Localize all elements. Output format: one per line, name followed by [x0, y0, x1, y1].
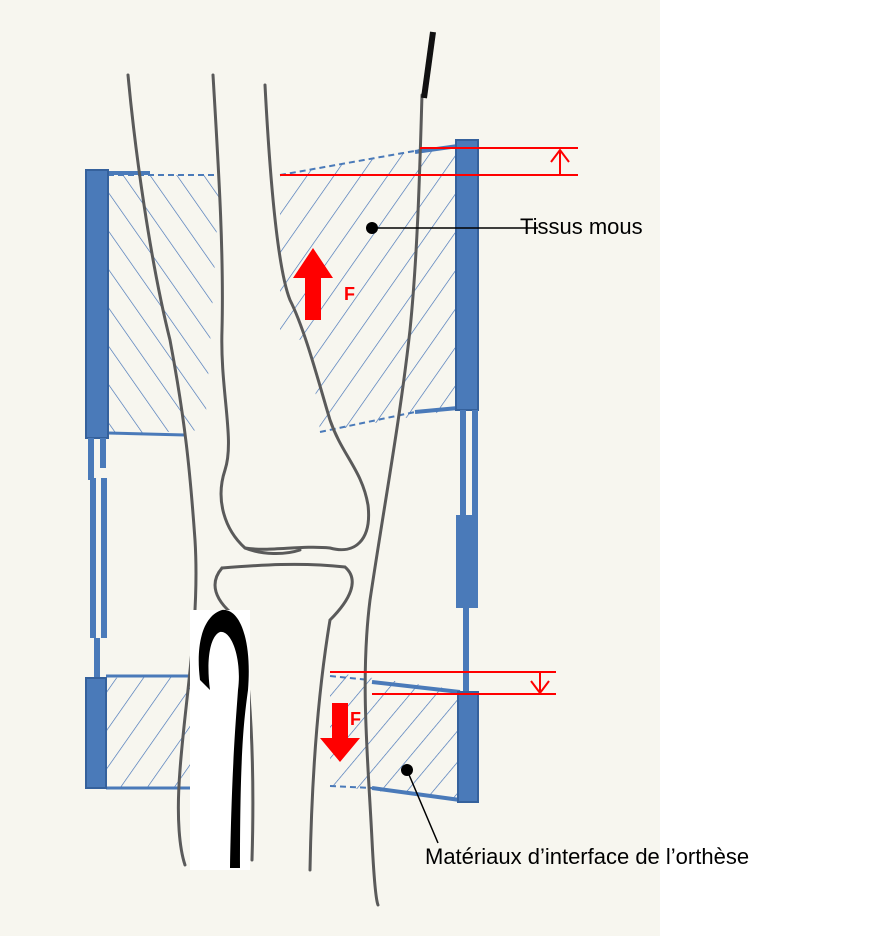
force-label-lower: F: [350, 709, 361, 729]
force-label-upper: F: [344, 284, 355, 304]
soft-tissue-label: Tissus mous: [520, 214, 643, 239]
interface-material-label: Matériaux d’interface de l’orthèse: [425, 844, 749, 869]
fibula: [190, 610, 250, 870]
lower-right-shell: [458, 692, 478, 802]
upper-left-shell: [86, 170, 108, 438]
upper-right-shell: [456, 140, 478, 410]
lower-left-shell: [86, 678, 106, 788]
paper-background: [0, 0, 660, 936]
